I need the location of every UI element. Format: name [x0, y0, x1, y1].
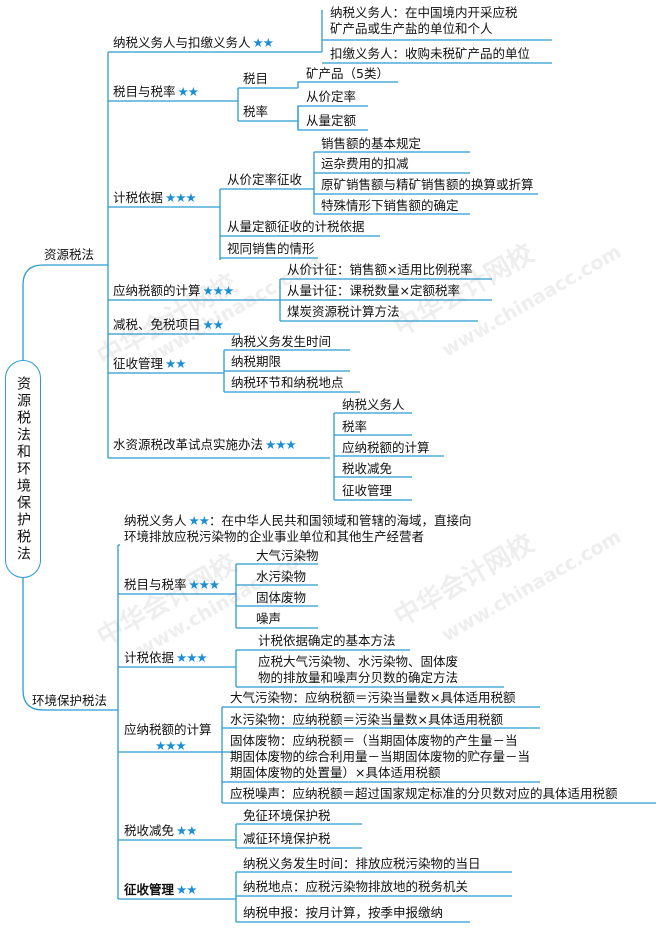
leaf-minerals: 矿产品（5类）: [306, 66, 389, 81]
node-resource-basis: 计税依据★★★: [113, 190, 197, 205]
node-resource-taxpayer: 纳税义务人与扣缴义务人★★: [113, 35, 274, 50]
leaf-water-calc: 水污染物：应纳税额＝污染当量数×具体适用税额: [230, 712, 503, 727]
leaf-obligation-time: 纳税义务发生时间: [231, 334, 332, 349]
leaf-env-taxpayer-def: 环境排放应税污染物的企业事业单位和其他生产经营者: [124, 529, 425, 544]
leaf-air-pollutants: 大气污染物: [256, 548, 319, 563]
leaf-specific-rate: 从量定额: [306, 113, 357, 128]
node-resource-calc: 应纳税额的计算★★★: [113, 283, 235, 298]
importance-stars: ★★★: [188, 577, 221, 592]
leaf-solid-calc-2: 期固体废物的综合利用量－当期固体废物的贮存量－当: [230, 749, 531, 764]
leaf-tax-period: 纳税期限: [231, 354, 282, 369]
leaf-coal-calc: 煤炭资源税计算方法: [287, 304, 400, 319]
node-resource-admin: 征收管理★★: [113, 356, 186, 371]
leaf-water-rate: 税率: [342, 419, 368, 434]
leaf-sales-basic: 销售额的基本规定: [321, 136, 422, 151]
connector-line: [22, 264, 108, 360]
leaf-solid-calc-1: 固体废物：应纳税额＝（当期固体废物的产生量－当: [230, 733, 518, 748]
importance-stars: ★★★: [165, 190, 197, 205]
leaf-withholding-agent: 扣缴义务人：收购未税矿产品的单位: [330, 46, 531, 61]
node-tax-rate: 税率: [243, 104, 269, 119]
leaf-ore-conversion: 原矿销售额与精矿销售额的换算或折算: [321, 177, 534, 192]
leaf-solid-waste: 固体废物: [256, 590, 307, 605]
node-env-basis: 计税依据★★★: [124, 650, 208, 665]
leaf-water-taxpayer: 纳税义务人: [342, 397, 405, 412]
leaf-taxpayer-def-2: 矿产品或生产盐的单位和个人: [330, 21, 493, 36]
leaf-ad-valorem-calc: 从价计征：销售额×适用比例税率: [287, 262, 473, 277]
importance-stars: ★★★: [265, 437, 297, 452]
leaf-specific-basis: 从量定额征收的计税依据: [227, 219, 365, 234]
leaf-air-calc: 大气污染物：应纳税额＝污染当量数×具体适用税额: [230, 690, 516, 705]
leaf-water-calc: 应纳税额的计算: [342, 440, 430, 455]
connector-line: [22, 578, 118, 711]
branch-env-tax: 环境保护税法: [32, 693, 108, 708]
importance-stars: ★★★: [176, 650, 208, 665]
importance-stars: ★★★: [202, 283, 235, 298]
node-env-taxpayer: 纳税义务人★★：在中华人民共和国领域和管辖的海域，直接向: [124, 513, 472, 528]
root-node: 资源税法和环境保护税法: [5, 360, 41, 578]
node-water-resource-pilot: 水资源税改革试点实施办法★★★: [113, 437, 297, 452]
importance-stars: ★★: [188, 513, 210, 528]
branch-resource-tax: 资源税法: [44, 247, 95, 262]
leaf-specific-calc: 从量计征：课税数量×定额税率: [287, 283, 460, 298]
importance-stars: ★★: [177, 84, 199, 99]
leaf-deemed-sales: 视同销售的情形: [227, 241, 315, 256]
node-tax-items: 税目: [243, 71, 269, 86]
leaf-taxpayer-def-1: 纳税义务人：在中国境内开采应税: [330, 5, 518, 20]
importance-stars: ★★★: [155, 738, 187, 753]
leaf-basis-quantity-2: 物的排放量和噪声分贝数的确定方法: [258, 670, 459, 685]
leaf-freight-deduction: 运杂费用的扣减: [321, 156, 409, 171]
leaf-ad-valorem-rate: 从价定率: [306, 89, 357, 104]
node-env-rates: 税目与税率★★★: [124, 577, 221, 592]
leaf-reduction: 减征环境保护税: [243, 831, 331, 846]
leaf-exemption: 免征环境保护税: [243, 808, 331, 823]
leaf-noise-calc: 应税噪声：应纳税额＝超过国家规定标准的分贝数对应的具体适用税额: [230, 786, 618, 801]
importance-stars: ★★: [176, 823, 197, 838]
importance-stars: ★★: [176, 882, 197, 897]
connector-line: [297, 81, 398, 88]
leaf-tax-place: 纳税环节和纳税地点: [231, 375, 344, 390]
node-env-admin: 征收管理★★: [124, 882, 197, 897]
node-env-relief: 税收减免★★: [124, 823, 197, 838]
leaf-special-cases: 特殊情形下销售额的确定: [321, 198, 459, 213]
importance-stars: ★★: [252, 35, 274, 50]
node-ad-valorem-collection: 从价定率征收: [227, 172, 303, 187]
leaf-env-tax-place: 纳税地点：应税污染物排放地的税务机关: [243, 879, 469, 894]
leaf-noise: 噪声: [256, 611, 282, 626]
leaf-water-admin: 征收管理: [342, 483, 393, 498]
importance-stars: ★★: [165, 356, 186, 371]
importance-stars: ★★: [202, 317, 224, 332]
leaf-water-pollutants: 水污染物: [256, 569, 307, 584]
leaf-solid-calc-3: 期固体废物的处置量）×具体适用税额: [230, 765, 441, 780]
leaf-basis-quantity-1: 应税大气污染物、水污染物、固体废: [258, 654, 459, 669]
leaf-water-relief: 税收减免: [342, 461, 393, 476]
node-resource-rates: 税目与税率★★: [113, 84, 199, 99]
node-env-calc: 应纳税额的计算: [124, 722, 212, 737]
leaf-env-obligation-time: 纳税义务发生时间：排放应税污染物的当日: [243, 856, 481, 871]
leaf-basis-method: 计税依据确定的基本方法: [258, 633, 396, 648]
node-resource-relief: 减税、免税项目★★: [113, 317, 224, 332]
leaf-env-filing: 纳税申报：按月计算，按季申报缴纳: [243, 905, 444, 920]
